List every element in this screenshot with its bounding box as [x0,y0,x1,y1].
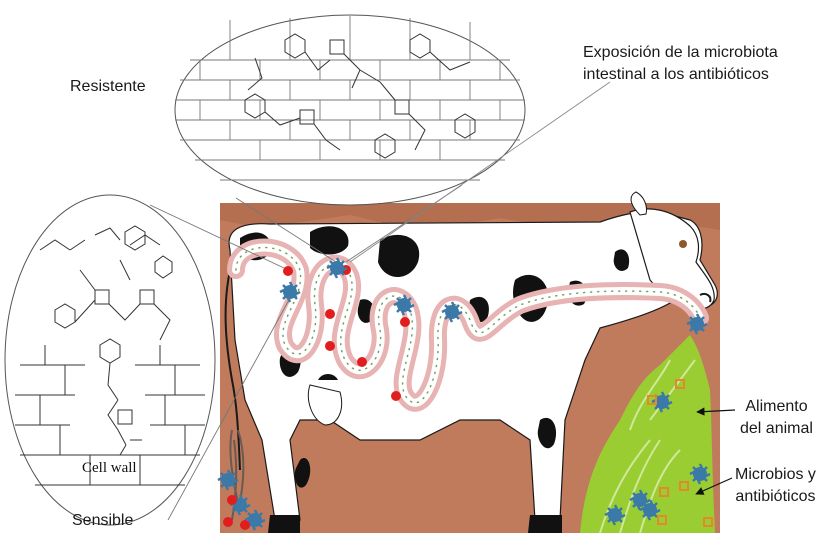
sensitive-oval: Cell wall [5,195,215,525]
sensitive-label: Sensible [72,510,133,532]
microbes-label-line1: Microbios y [735,464,816,486]
cell-wall-label: Cell wall [82,460,137,476]
feed-label-line1: Alimento [740,396,813,418]
microbes-label-line2: antibióticos [735,486,816,508]
feed-label: Alimento del animal [740,396,813,440]
exposure-label-line1: Exposición de la microbiota [583,42,778,64]
feed-label-line2: del animal [740,418,813,440]
exposure-label-line2: intestinal a los antibióticos [583,64,778,86]
microbes-label: Microbios y antibióticos [735,464,816,508]
resistant-oval [175,15,525,205]
exposure-label: Exposición de la microbiota intestinal a… [583,42,778,86]
resistant-label: Resistente [70,76,146,98]
